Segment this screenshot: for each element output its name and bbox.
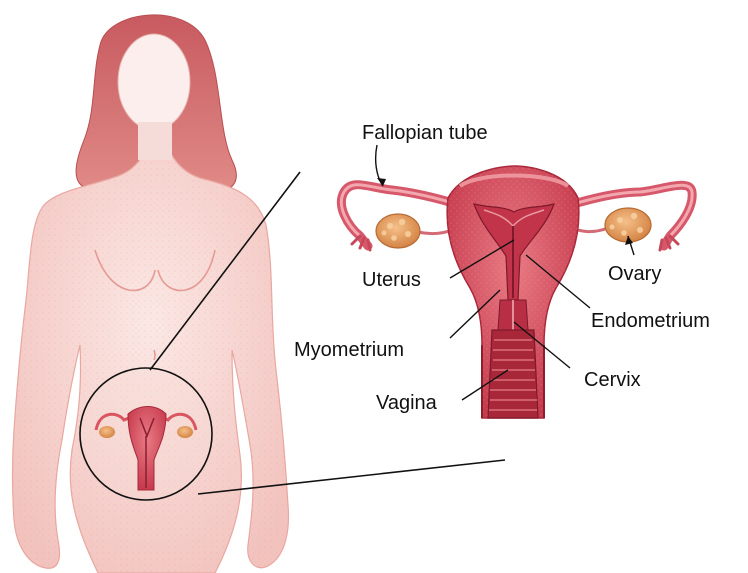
label-uterus: Uterus (362, 270, 421, 290)
connector-line-bottom (198, 460, 505, 494)
label-vagina: Vagina (376, 393, 437, 413)
label-fallopian-tube: Fallopian tube (362, 123, 488, 143)
label-ovary: Ovary (608, 264, 661, 284)
label-endometrium: Endometrium (591, 311, 710, 331)
face (118, 34, 190, 130)
label-cervix: Cervix (584, 370, 641, 390)
vaginal-canal (488, 330, 538, 418)
magnifier (80, 368, 212, 500)
neck (138, 122, 172, 160)
label-myometrium: Myometrium (294, 340, 404, 360)
